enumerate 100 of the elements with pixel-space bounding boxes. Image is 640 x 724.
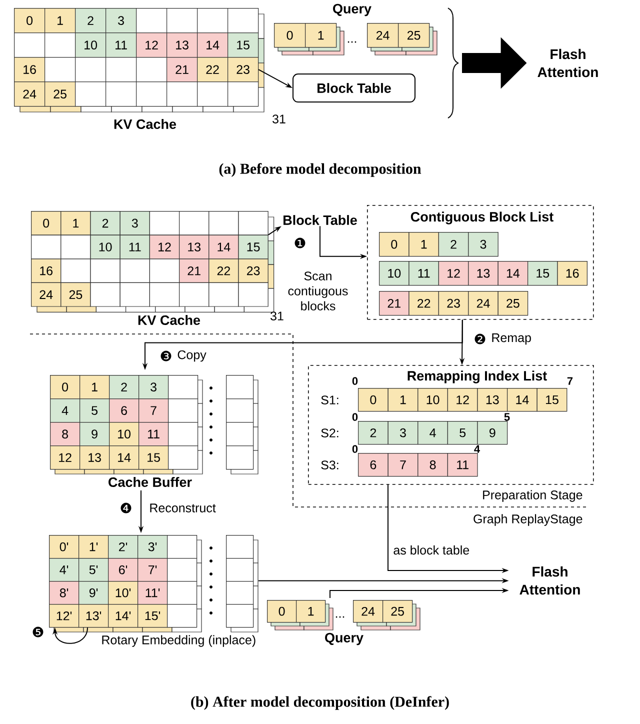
block-cell: 12' (49, 604, 80, 628)
caption: (b) After model decomposition (DeInfer) (191, 696, 449, 710)
block-cell: 1 (305, 23, 337, 48)
block-cell (168, 446, 198, 470)
block-cell: 25 (60, 282, 91, 307)
block-cell: 15 (138, 446, 169, 470)
block-cell: 10 (418, 388, 448, 412)
block-cell: 2 (358, 421, 388, 445)
block-cell: 2 (90, 211, 120, 236)
component-label: Block Table (284, 215, 357, 225)
block-cell (226, 558, 254, 582)
block-cell: 14 (197, 32, 228, 58)
block-cell (197, 82, 228, 107)
block-cell (167, 535, 198, 559)
index-number: 4 (474, 445, 480, 453)
block-cell: 1 (408, 232, 439, 257)
block-cell: 6 (109, 398, 140, 423)
block-cell (226, 581, 254, 605)
row-label: S3: (321, 460, 338, 470)
block-cell: 15 (228, 32, 259, 58)
block-cell (75, 57, 106, 82)
block-cell (136, 8, 168, 34)
block-cell (167, 581, 198, 605)
block-cell: 13 (80, 446, 110, 470)
step-number: ❷ (474, 334, 486, 344)
edge-label: Remap (490, 332, 532, 346)
block-cell: 14 (109, 446, 140, 470)
block-cell: 6' (108, 558, 138, 582)
block-cell (44, 57, 76, 82)
index-number: 7 (567, 377, 573, 385)
block-cell: 22 (197, 57, 228, 82)
block-cell: 12 (438, 261, 469, 286)
block-cell: 11 (447, 453, 478, 477)
block-cell: 23 (438, 291, 469, 316)
block-cell: 16 (31, 258, 62, 283)
block-cell: 5 (80, 398, 110, 423)
block-cell: 5' (78, 558, 109, 582)
block-cell (44, 32, 76, 58)
block-cell: 3' (138, 535, 168, 559)
block-cell: 10 (75, 32, 106, 58)
panel-title: KV Cache (114, 119, 176, 129)
row-label: S2: (321, 428, 338, 438)
step-number: ❸ (160, 350, 172, 362)
block-cell: 0 (267, 600, 297, 623)
row-label: S1: (321, 396, 338, 404)
block-cell: 4' (49, 558, 80, 582)
block-cell: 8' (49, 581, 80, 605)
block-cell: 14 (507, 388, 538, 412)
caption: (a) Before model decomposition (219, 163, 422, 177)
index-number: 5 (504, 413, 510, 421)
block-cell: 10 (90, 234, 120, 260)
panel-title: Remapping Index List (408, 370, 547, 384)
block-cell: 24 (367, 23, 399, 48)
block-cell (208, 282, 239, 307)
block-cell: 1 (44, 8, 76, 34)
block-cell: 11 (138, 422, 169, 446)
ellipsis: ... (348, 41, 356, 43)
block-cell: 10 (379, 261, 410, 286)
block-cell: 0 (31, 211, 62, 236)
block-cell (120, 282, 150, 307)
edge-label: Rotary Embedding (inplace) (100, 634, 258, 648)
block-cell: 7 (138, 398, 169, 423)
block-cell (167, 604, 198, 628)
block-cell: 22 (408, 291, 439, 316)
block-cell (166, 82, 198, 107)
block-cell (90, 258, 120, 283)
block-cell: 3 (106, 8, 137, 34)
block-cell: 15 (536, 388, 568, 412)
block-cell: 2' (108, 535, 138, 559)
index-number: 0 (352, 377, 358, 385)
block-cell: 2 (438, 232, 469, 257)
block-cell: 7 (388, 453, 418, 477)
block-cell: 24 (468, 291, 498, 316)
block-cell: 22 (208, 258, 239, 283)
block-cell: 1 (80, 375, 110, 400)
block-cell: 13 (477, 388, 508, 412)
block-cell: 11 (120, 234, 150, 260)
block-cell (136, 82, 168, 107)
block-cell: 4 (418, 421, 448, 445)
block-cell (149, 258, 180, 283)
block-cell: 13 (166, 32, 198, 58)
block-cell (120, 258, 150, 283)
block-cell: 24 (31, 282, 62, 307)
block-cell (60, 258, 91, 283)
block-cell: 13 (179, 234, 210, 260)
block-cell: 3 (120, 211, 150, 236)
block-cell: 0' (49, 535, 80, 559)
block-cell (226, 422, 254, 446)
panel-title: Query (333, 4, 372, 16)
block-cell: 9' (78, 581, 109, 605)
block-cell: 9 (477, 421, 508, 445)
index-number: 0 (352, 445, 358, 453)
block-cell: 1' (78, 535, 109, 559)
ellipsis: ... (336, 616, 344, 618)
block-cell (106, 57, 137, 82)
component-label: Flash Attention (520, 566, 580, 595)
block-cell (226, 535, 254, 559)
stage-label: Preparation Stage (483, 490, 582, 502)
block-cell (60, 234, 91, 260)
block-cell: 13 (468, 261, 498, 286)
